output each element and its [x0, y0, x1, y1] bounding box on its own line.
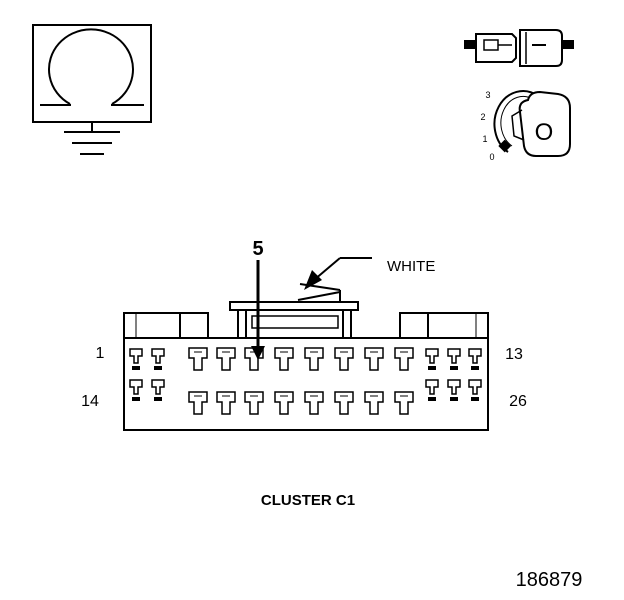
terminal-r1-main-6	[334, 347, 354, 371]
pin-label-14: 14	[81, 393, 99, 410]
omega-symbol-icon	[48, 28, 134, 105]
terminal-r1-main-1	[188, 347, 208, 371]
pin-5-pointer: 5	[251, 238, 265, 360]
switch-position-0: 0	[489, 152, 494, 162]
terminal-r2-left-2	[151, 379, 165, 401]
terminal-r1-main-5	[304, 347, 324, 371]
switch-indicator-icon	[498, 139, 512, 153]
plug-half-right	[519, 29, 563, 67]
switch-position-3: 3	[485, 90, 490, 100]
color-callout: WHITE	[304, 257, 435, 290]
switch-position-1: 1	[482, 134, 487, 144]
switch-dial-inner	[500, 96, 535, 147]
terminal-r2-left-1	[129, 379, 143, 401]
key-letter: O	[535, 119, 554, 146]
lock-ramp-2	[297, 291, 341, 301]
switch-position-2: 2	[480, 112, 485, 122]
terminal-r2-main-6	[334, 391, 354, 415]
switch-dial	[493, 90, 539, 153]
terminal-cavities	[129, 347, 482, 415]
terminal-r1-left-1	[129, 348, 143, 370]
terminal-r2-main-3	[244, 391, 264, 415]
lock-post-left	[237, 309, 247, 339]
figure-number: 186879	[516, 569, 583, 591]
connector-caption: CLUSTER C1	[261, 492, 355, 509]
callout-arrowhead-icon	[304, 270, 322, 290]
connector-color-label: WHITE	[387, 258, 435, 275]
cluster-connector: 1 13 14 26	[81, 283, 527, 431]
terminal-r2-main-1	[188, 391, 208, 415]
terminal-r1-right-2	[447, 348, 461, 370]
terminal-r2-right-1	[425, 379, 439, 401]
plug-wire-right	[562, 40, 574, 49]
terminal-r1-main-8	[394, 347, 414, 371]
terminal-r2-right-2	[447, 379, 461, 401]
pin-label-13: 13	[505, 346, 523, 363]
plug-tab	[483, 39, 499, 51]
pointer-arrowhead-icon	[251, 346, 265, 360]
ohmmeter-ground-icon	[32, 24, 152, 155]
terminal-r2-main-4	[274, 391, 294, 415]
guide-rib-left	[123, 312, 209, 339]
pointer-pin-number: 5	[252, 238, 263, 260]
terminal-r1-right-1	[425, 348, 439, 370]
terminal-r2-main-2	[216, 391, 236, 415]
terminal-r2-main-7	[364, 391, 384, 415]
lock-bridge	[251, 315, 339, 329]
pin-label-26: 26	[509, 393, 527, 410]
terminal-r1-right-3	[468, 348, 482, 370]
terminal-r2-main-5	[304, 391, 324, 415]
key-blade	[511, 109, 525, 141]
lock-post-right	[342, 309, 352, 339]
guide-rib-right	[399, 312, 489, 339]
plug-wire-left	[464, 40, 476, 49]
terminal-r2-main-8	[394, 391, 414, 415]
terminal-r1-left-2	[151, 348, 165, 370]
terminal-r1-main-7	[364, 347, 384, 371]
terminal-r1-main-2	[216, 347, 236, 371]
terminal-r1-main-4	[274, 347, 294, 371]
lock-tab	[229, 301, 359, 311]
terminal-r2-right-3	[468, 379, 482, 401]
connector-disconnect-icon	[464, 29, 574, 67]
pin-label-1: 1	[96, 345, 105, 362]
ignition-switch-icon: O 3 2 1 0	[480, 90, 571, 162]
